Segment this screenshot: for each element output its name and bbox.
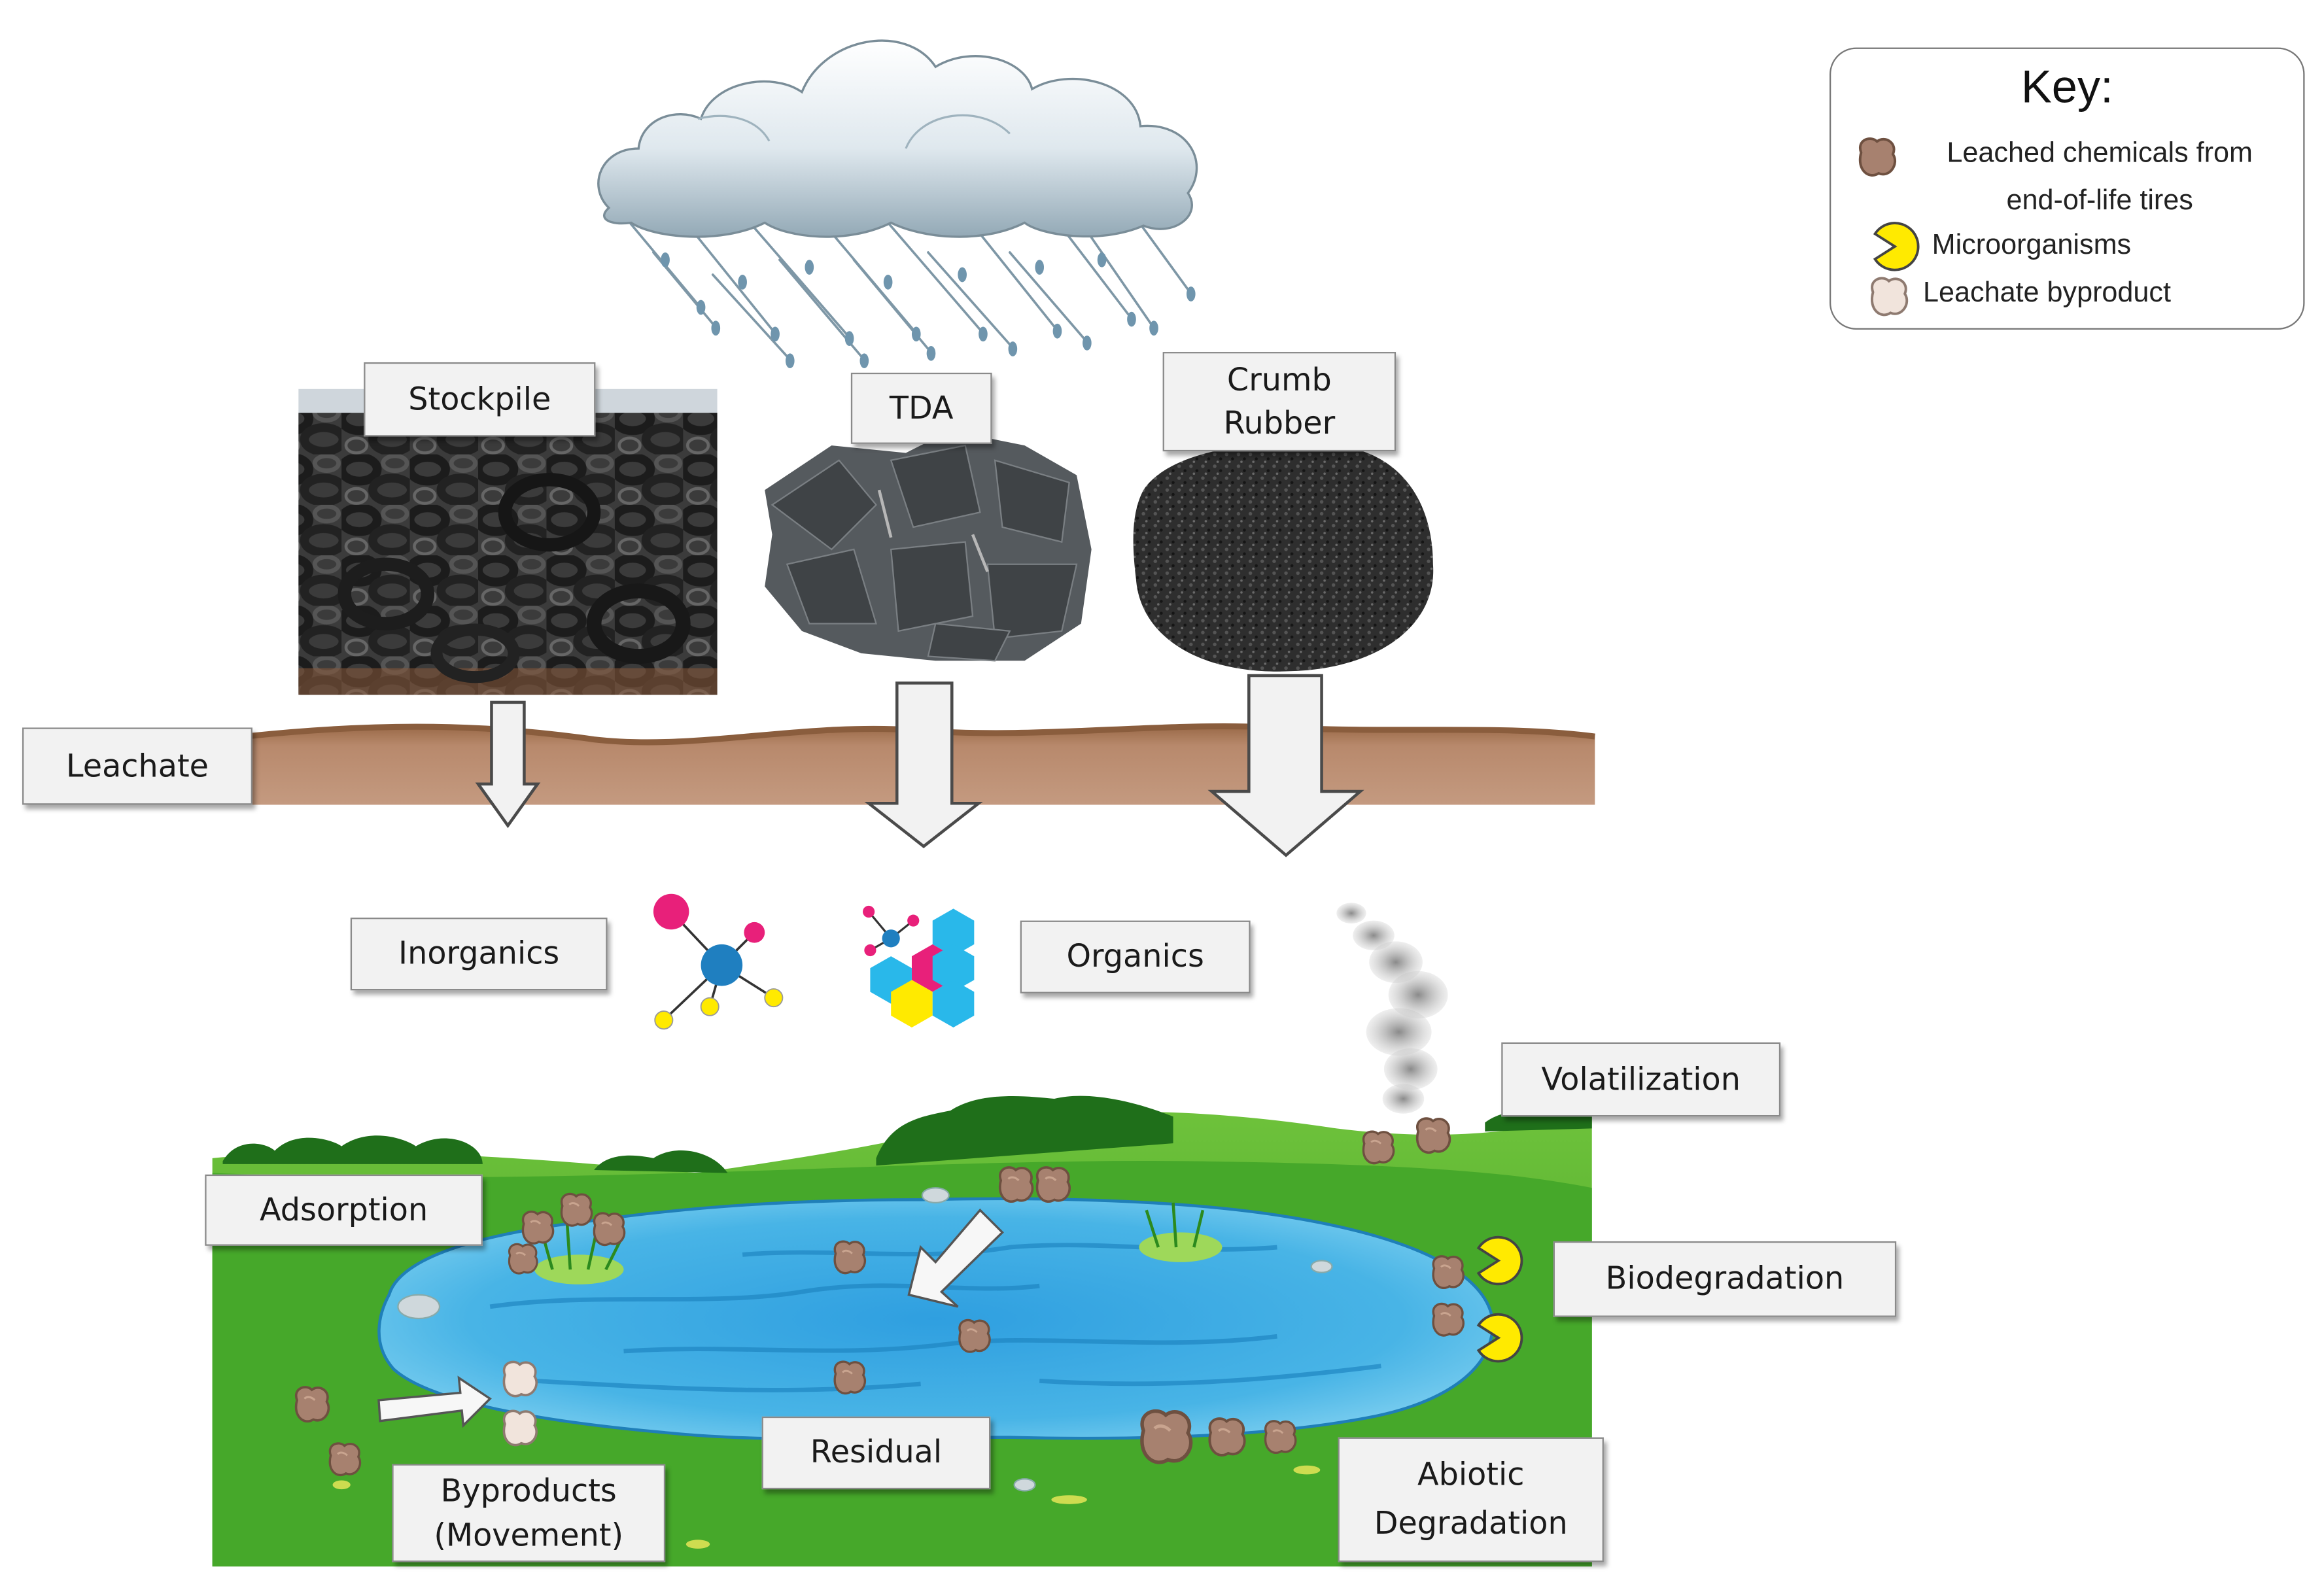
leached-chemical-blob-icon	[1035, 1166, 1071, 1203]
organics-label: Organics	[1020, 920, 1251, 993]
leached-chemical-blob-icon	[833, 1240, 867, 1275]
inorganic-molecule-icon	[653, 893, 784, 1030]
adsorption-label: Adsorption	[205, 1174, 483, 1246]
legend-item-microorganisms: Microorganisms	[1932, 230, 2132, 262]
leached-chemical-blob-icon	[508, 1243, 538, 1275]
legend-title: Key:	[2020, 61, 2113, 113]
pond	[377, 1197, 1495, 1441]
leached-chemical-blob-icon	[958, 1319, 991, 1353]
rain-cloud-icon	[597, 39, 1198, 369]
landscape	[212, 1095, 1592, 1567]
tire-stockpile-image	[298, 388, 718, 695]
byproduct-blob-icon	[1871, 277, 1909, 317]
leached-chemical-blob-icon	[1415, 1117, 1451, 1154]
leached-chemical-blob-icon	[1432, 1255, 1465, 1290]
stockpile-down-arrow	[475, 700, 541, 829]
leached-chemical-blob-icon	[328, 1442, 362, 1477]
leachate-label: Leachate	[22, 727, 252, 805]
leached-chemical-blob-icon	[833, 1360, 867, 1395]
leached-chemical-blob-icon	[1362, 1130, 1395, 1165]
volatilization-label: Volatilization	[1501, 1042, 1781, 1117]
organic-hexagon-molecule-icon	[863, 905, 975, 1028]
leached-chemical-blob-icon	[1432, 1302, 1465, 1337]
inorganics-label: Inorganics	[350, 918, 608, 991]
byproducts-movement-label: Byproducts (Movement)	[392, 1464, 666, 1562]
microorganism-pacman-icon	[1873, 222, 1920, 271]
abiotic-degradation-label: Abiotic Degradation	[1338, 1437, 1604, 1562]
legend-key: Key: Leached chemicals from end-of-life …	[1830, 47, 2305, 330]
volatilization-smoke-icon	[1336, 903, 1448, 1114]
crumb-rubber-image	[1133, 443, 1434, 672]
crumb-rubber-down-arrow	[1207, 674, 1364, 857]
biodegradation-label: Biodegradation	[1553, 1241, 1897, 1317]
legend-item-byproduct: Leachate byproduct	[1923, 277, 2171, 309]
residual-arrow	[907, 1208, 1004, 1308]
leached-chemical-blob-icon	[1208, 1417, 1246, 1457]
crumb-rubber-label: Crumb Rubber	[1162, 352, 1396, 452]
leached-chemical-blob-icon	[560, 1192, 593, 1227]
legend-item-leached-chemicals: Leached chemicals from end-of-life tires	[1947, 138, 2253, 217]
leached-chemical-blob-icon	[294, 1386, 330, 1423]
leached-chemical-blob-icon	[593, 1212, 626, 1247]
byproduct-blob-icon	[502, 1360, 538, 1398]
residual-label: Residual	[761, 1416, 991, 1490]
byproduct-movement-arrow	[377, 1375, 492, 1428]
stockpile-label: Stockpile	[364, 362, 596, 437]
tda-down-arrow	[864, 681, 983, 848]
leached-chemical-blob-icon	[1858, 137, 1897, 177]
tda-chips-image	[765, 430, 1092, 662]
leached-chemical-blob-icon	[1264, 1420, 1297, 1455]
byproduct-blob-icon	[502, 1409, 538, 1447]
leached-chemical-blob-icon	[998, 1166, 1034, 1203]
leached-chemical-blob-icon	[521, 1211, 555, 1245]
tda-label: TDA	[850, 372, 992, 444]
leached-chemical-blob-icon	[1142, 1411, 1191, 1462]
